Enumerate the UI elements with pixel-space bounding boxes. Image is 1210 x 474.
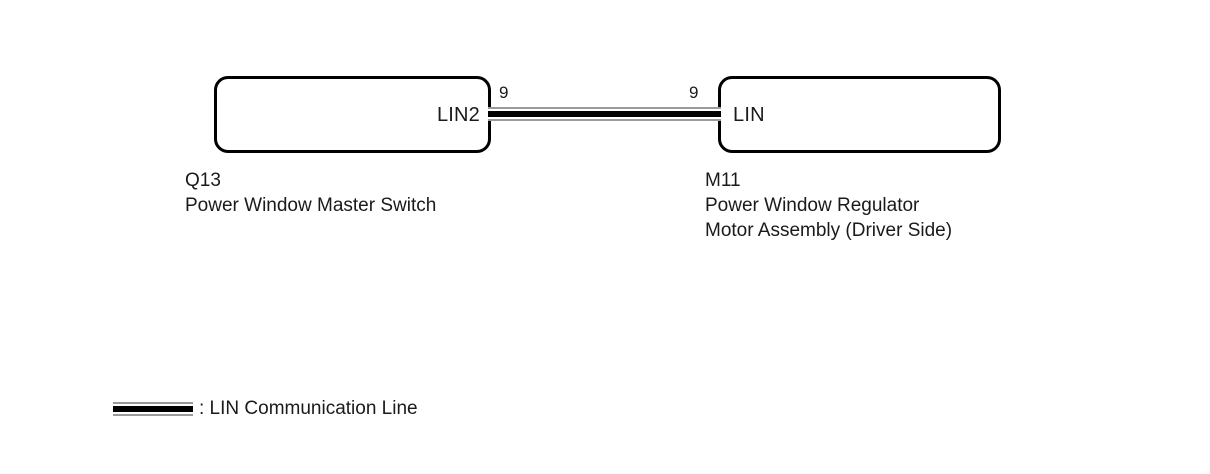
lin-communication-line [488, 105, 721, 122]
component-code-m11: M11 [705, 170, 741, 191]
connector-box-m11: LIN [718, 76, 1001, 153]
wire-core [488, 110, 721, 117]
connector-box-q13: LIN2 [214, 76, 491, 153]
component-name-m11-line2: Motor Assembly (Driver Side) [705, 220, 953, 241]
legend: : LIN Communication Line [113, 399, 418, 418]
legend-label: : LIN Communication Line [199, 398, 418, 419]
pin-number-q13: 9 [499, 83, 509, 102]
legend-wire-core [113, 405, 193, 412]
wire-gap-top [488, 108, 721, 111]
pin-number-m11: 9 [689, 83, 699, 102]
terminal-label-lin: LIN [733, 103, 765, 126]
wire-edge-bottom [488, 118, 721, 121]
legend-wire-edge-bottom [113, 413, 193, 416]
legend-wire-gap-top [113, 403, 193, 406]
component-caption-q13: Q13 Power Window Master Switch [185, 168, 436, 218]
terminal-label-lin2: LIN2 [436, 103, 480, 126]
legend-wire-edge-top [113, 401, 193, 404]
component-code-q13: Q13 [185, 170, 221, 191]
legend-wire-gap-bottom [113, 411, 193, 414]
component-caption-m11: M11 Power Window Regulator Motor Assembl… [705, 168, 952, 243]
component-name-m11-line1: Power Window Regulator [705, 195, 920, 216]
lin-communication-line-swatch [113, 400, 193, 417]
wire-gap-bottom [488, 116, 721, 119]
component-name-q13-line1: Power Window Master Switch [185, 195, 437, 216]
wire-edge-top [488, 106, 721, 109]
